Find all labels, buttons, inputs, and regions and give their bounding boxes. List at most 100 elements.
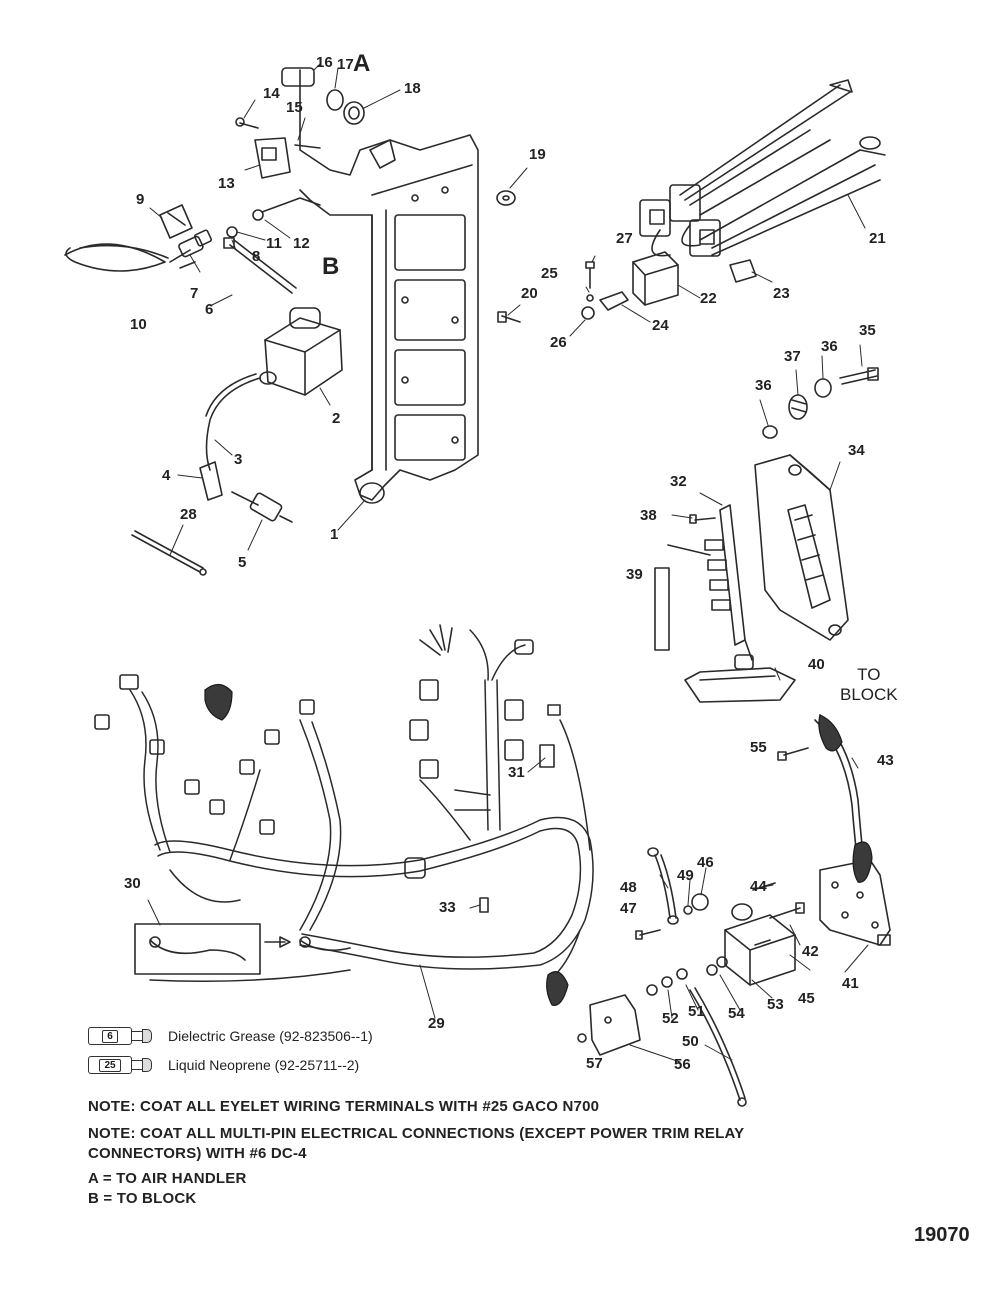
callout-a: A [353, 50, 371, 77]
callout-56: 56 [674, 1056, 691, 1073]
callout-43: 43 [877, 752, 894, 769]
sensor-assembly [64, 197, 321, 272]
callout-27: 27 [616, 230, 633, 247]
callout-52: 52 [662, 1010, 679, 1027]
callout-to-block: TO BLOCK [840, 665, 898, 705]
callout-26: 26 [550, 334, 567, 351]
callout-15: 15 [286, 99, 303, 116]
trim-relay-part-45 [724, 903, 796, 986]
switch-part-13 [235, 117, 291, 179]
neoprene-label: Liquid Neoprene (92-25711--2) [168, 1057, 360, 1073]
callout-2: 2 [332, 410, 341, 427]
bracket-hardware [497, 261, 629, 323]
callout-55: 55 [750, 739, 767, 756]
callout-42: 42 [802, 943, 819, 960]
relay-part-22 [632, 251, 679, 306]
callout-48: 48 [620, 879, 637, 896]
probe-part-28 [131, 530, 207, 576]
callout-39: 39 [626, 566, 643, 583]
callout-23: 23 [773, 285, 790, 302]
callout-46: 46 [697, 854, 714, 871]
neoprene-number: 25 [99, 1058, 121, 1072]
callout-18: 18 [404, 80, 421, 97]
grease-number: 6 [102, 1029, 118, 1043]
callout-5: 5 [238, 554, 247, 571]
leader-lines [147, 63, 869, 1063]
callout-54: 54 [728, 1005, 745, 1022]
callout-49: 49 [677, 867, 694, 884]
callout-12: 12 [293, 235, 310, 252]
pad-part-23 [729, 259, 757, 283]
legend-liquid-neoprene: 25 Liquid Neoprene (92-25711--2) [88, 1051, 359, 1079]
callout-19: 19 [529, 146, 546, 163]
ecm-module-part-34 [754, 454, 849, 641]
bracket-part-56 [577, 994, 641, 1056]
mounting-plate-part-1 [299, 69, 479, 504]
relay-harness-part-21 [639, 79, 886, 257]
callout-3: 3 [234, 451, 243, 468]
washer-part-19 [496, 190, 516, 206]
callout-32: 32 [670, 473, 687, 490]
neoprene-tube-icon: 25 [88, 1055, 154, 1075]
callout-41: 41 [842, 975, 859, 992]
sender-part-5 [231, 491, 293, 523]
bolt-part-6 [223, 237, 297, 294]
callout-37: 37 [784, 348, 801, 365]
ignition-coil-part-2 [259, 307, 343, 396]
engine-harness-part-29 [129, 629, 594, 982]
module-hardware [689, 367, 879, 524]
callout-4: 4 [162, 467, 171, 484]
callout-33: 33 [439, 899, 456, 916]
callout-30: 30 [124, 875, 141, 892]
callout-20: 20 [521, 285, 538, 302]
callout-25: 25 [541, 265, 558, 282]
note-multi-pin-connections: NOTE: COAT ALL MULTI-PIN ELECTRICAL CONN… [88, 1125, 745, 1162]
callout-44: 44 [750, 878, 767, 895]
callout-17: 17 [337, 56, 354, 73]
callout-28: 28 [180, 506, 197, 523]
callout-14: 14 [263, 85, 280, 102]
connector-cluster [94, 624, 561, 913]
grease-label: Dielectric Grease (92-823506--1) [168, 1028, 373, 1044]
harness-part-40 [684, 654, 796, 703]
coil-lead-part-3 [199, 373, 261, 501]
legend-dielectric-grease: 6 Dielectric Grease (92-823506--1) [88, 1022, 373, 1050]
ground-strap-part-48 [635, 847, 709, 940]
callout-31: 31 [508, 764, 525, 781]
figure-number: 19070 [914, 1224, 970, 1246]
callout-6: 6 [205, 301, 214, 318]
grease-tube-icon: 6 [88, 1026, 154, 1046]
dark-boots [204, 683, 873, 1006]
callout-21: 21 [869, 230, 886, 247]
callout-b: B [322, 253, 340, 280]
callout-34: 34 [848, 442, 865, 459]
inset-detail-part-30 [134, 923, 351, 975]
callout-51: 51 [688, 1003, 705, 1020]
callout-22: 22 [700, 290, 717, 307]
callout-35: 35 [859, 322, 876, 339]
callout-57: 57 [586, 1055, 603, 1072]
callout-11: 11 [266, 235, 282, 252]
callout-36b: 36 [755, 377, 772, 394]
callout-16: 16 [316, 54, 333, 71]
top-fittings [281, 67, 365, 149]
callout-13: 13 [218, 175, 235, 192]
note-a-air-handler: A = TO AIR HANDLER [88, 1170, 247, 1187]
lower-hardware [646, 956, 747, 1107]
callout-9: 9 [136, 191, 145, 208]
callout-50: 50 [682, 1033, 699, 1050]
callout-40: 40 [808, 656, 825, 673]
callout-10: 10 [130, 316, 147, 333]
callout-38: 38 [640, 507, 657, 524]
callout-24: 24 [652, 317, 669, 334]
callout-7: 7 [190, 285, 199, 302]
note-eyelet-terminals: NOTE: COAT ALL EYELET WIRING TERMINALS W… [88, 1098, 600, 1115]
callout-8: 8 [252, 248, 261, 265]
callout-53: 53 [767, 996, 784, 1013]
callout-45: 45 [798, 990, 815, 1007]
callout-29: 29 [428, 1015, 445, 1032]
strip-part-39 [654, 567, 670, 651]
callout-1: 1 [330, 526, 339, 543]
